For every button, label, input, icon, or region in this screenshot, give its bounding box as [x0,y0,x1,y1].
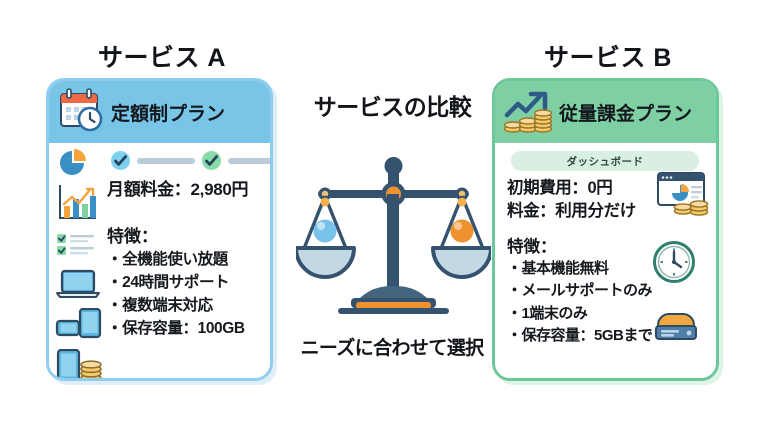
service-b-card-body: ダッシュボード [495,143,716,378]
service-b-card-header: 従量課金プラン [495,81,716,143]
check-green-icon [202,151,221,170]
pie-chart-icon [55,147,107,184]
service-b-plan-label: 従量課金プラン [559,103,693,125]
service-a-card-header: 定額制プラン [49,81,270,143]
balance-scale-icon [294,138,493,333]
dashboard-coins-icon [652,171,714,222]
service-a-card: 定額制プラン [46,78,273,381]
service-a-icon-column [55,143,107,378]
service-a-title: サービス A [97,44,226,72]
placeholder-bar [228,157,270,164]
list-item: 保存容量：5GBまで [507,325,712,348]
service-b-rate: 料金：利用分だけ [507,201,636,220]
list-item: 基本機能無料 [507,258,712,281]
service-a-price: 月額料金：2,980円 [107,180,249,199]
calendar-clock-icon [55,86,109,139]
service-b-feature-list: 基本機能無料 メールサポートのみ 1端末のみ 保存容量：5GBまで [507,258,712,348]
service-b-title: サービス B [543,44,672,72]
service-a-card-body: 月額料金：2,980円 特徴： 全機能使い放題 24時間サポート 複数端末対応 … [49,143,270,378]
list-item: 1端末のみ [507,303,712,326]
center-title: サービスの比較 [313,94,472,120]
service-b-features-label: 特徴： [507,237,557,256]
dashboard-pill: ダッシュボード [511,151,699,171]
bar-chart-trend-icon [55,182,107,229]
service-a-feature-list: 全機能使い放題 24時間サポート 複数端末対応 保存容量：100GB [107,249,266,341]
dashboard-pill-label: ダッシュボード [566,155,644,168]
tablet-phone-icon [55,307,107,345]
service-b-initial-cost: 初期費用：0円 [507,179,613,197]
service-a-text-column: 月額料金：2,980円 特徴： 全機能使い放題 24時間サポート 複数端末対応 … [107,143,266,341]
service-a-features-label: 特徴： [107,227,158,246]
list-item: 全機能使い放題 [107,249,266,272]
list-item: 複数端末対応 [107,295,266,318]
growth-arrow-coins-icon [501,85,557,140]
service-b-text-column: 初期費用：0円 料金：利用分だけ 特徴： 基本機能無料 メールサポートのみ 1端… [507,177,712,348]
laptop-icon [55,268,107,305]
placeholder-bar [137,157,195,164]
list-item: 保存容量：100GB [107,318,266,341]
service-a-check-row [111,151,270,170]
service-b-card: 従量課金プラン ダッシュボード [492,78,719,381]
service-a-plan-label: 定額制プラン [111,103,226,125]
smartphone-coins-icon [55,348,107,378]
list-item: 24時間サポート [107,272,266,295]
list-item: メールサポートのみ [507,280,712,303]
center-caption: ニーズに合わせて選択 [300,338,484,359]
checklist-icon [55,231,107,262]
check-blue-icon [111,151,130,170]
